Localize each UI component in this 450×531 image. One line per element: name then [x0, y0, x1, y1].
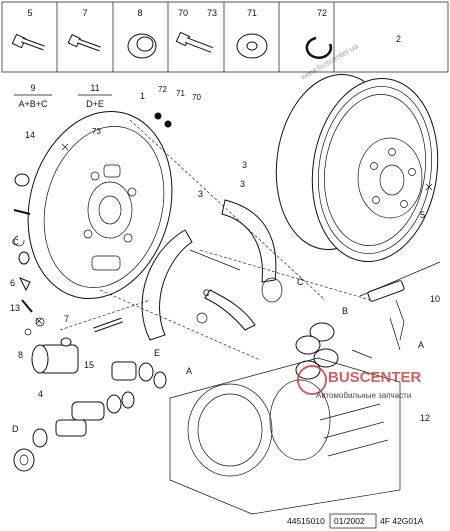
callout-12: 12: [420, 413, 430, 423]
callout-70: 70: [192, 93, 201, 102]
callout-13: 13: [10, 303, 20, 313]
callout-6: 6: [10, 278, 15, 288]
callout-4: 4: [38, 389, 43, 399]
top-label-8: 8: [137, 8, 142, 18]
kit-9-formula: A+B+C: [18, 99, 48, 109]
top-label-7: 7: [82, 8, 87, 18]
watermark-brand: BUSCENTER: [328, 369, 422, 386]
leader-lines: [59, 119, 371, 361]
callout-15: 15: [84, 360, 94, 370]
top-label-5: 5: [27, 8, 32, 18]
callout-2: 2: [396, 34, 401, 44]
screw-icon: [175, 31, 214, 53]
wheel-stud-icon: [11, 33, 45, 51]
top-label-73: 73: [207, 8, 217, 18]
callout-7: 7: [64, 314, 69, 324]
watermark-tagline: Автомобильные запчасти: [316, 391, 411, 400]
small-dots: [154, 112, 172, 128]
callout-labels: 1 2 3 3 3 4 5 6 7 8 10 12 13 14 15 72 71…: [10, 34, 440, 434]
shoe-kit-box: [169, 357, 401, 515]
callout-3-right: 3: [240, 179, 245, 189]
circlip-icon: [305, 36, 333, 59]
callout-5: 5: [420, 210, 425, 220]
callout-72: 72: [158, 85, 167, 94]
handbrake-cable: [359, 261, 441, 341]
callout-3-top: 3: [242, 160, 247, 170]
callout-3-mid: 3: [198, 189, 203, 199]
dust-cap-icon: [127, 33, 157, 59]
callout-E: E: [154, 348, 160, 358]
top-label-72: 72: [317, 8, 327, 18]
footer: 44515010 01/2002 4F 42G01A: [287, 513, 424, 529]
footer-date: 01/2002: [334, 516, 365, 526]
kit-9-number: 9: [30, 83, 35, 93]
top-parts-row: 5 7 8 70 73 71 72: [1, 1, 449, 73]
callout-1: 1: [140, 91, 145, 101]
callout-14: 14: [25, 130, 35, 140]
callout-C-right: C: [297, 277, 304, 287]
callout-D: D: [12, 424, 19, 434]
brake-drum: [275, 73, 439, 263]
wheel-cylinder: [31, 317, 123, 374]
repair-kit-parts: [13, 361, 167, 472]
backing-plate: [27, 110, 173, 300]
top-label-71: 71: [247, 8, 257, 18]
small-parts-left: [13, 173, 45, 336]
callout-A-bottom: A: [186, 366, 192, 376]
callout-C-mid: C: [203, 288, 210, 298]
kit-11-formula: D+E: [86, 99, 104, 109]
cross-marks: [35, 143, 433, 325]
top-label-70: 70: [178, 8, 188, 18]
callout-B: B: [342, 306, 348, 316]
callout-71: 71: [176, 89, 185, 98]
washer-icon: [236, 33, 268, 59]
callout-73: 73: [92, 127, 101, 136]
kit-labels: 9 A+B+C 11 D+E: [14, 83, 112, 109]
footer-code: 4F 42G01A: [380, 516, 424, 526]
kit-11-number: 11: [90, 83, 99, 93]
footer-ref: 44515010: [287, 516, 325, 526]
callout-C-left: C: [12, 237, 19, 247]
bolt-icon: [67, 34, 101, 52]
callout-8: 8: [18, 350, 23, 360]
callout-A-right: A: [418, 340, 424, 350]
callout-10: 10: [430, 294, 440, 304]
brake-shoes: [141, 199, 283, 341]
